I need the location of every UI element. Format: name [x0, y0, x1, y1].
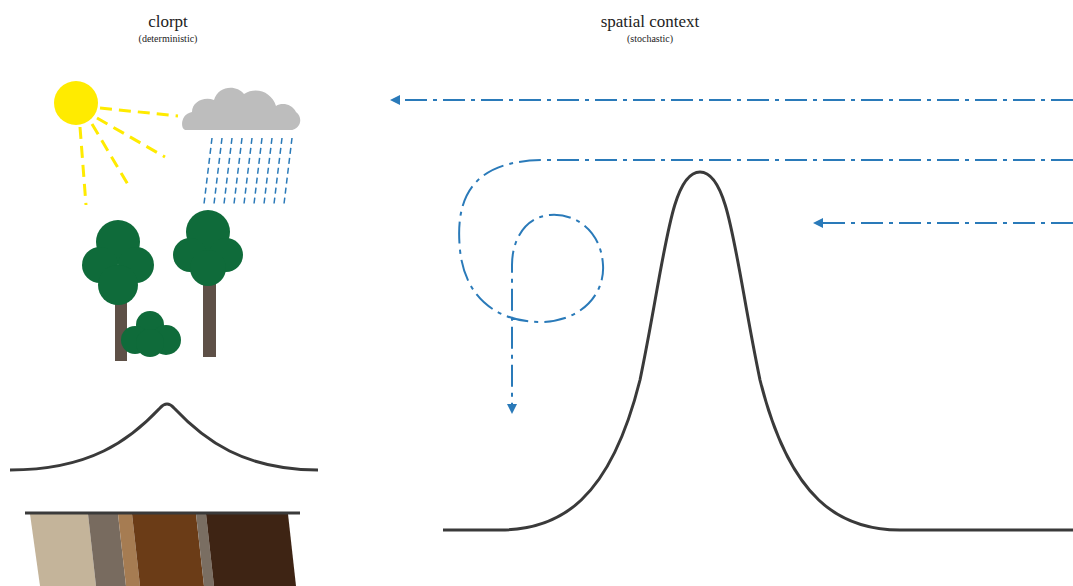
- arrow-heads: [390, 95, 823, 414]
- subheading-label: (stochastic): [627, 33, 673, 44]
- mountain-curve: [443, 172, 1073, 530]
- heading-label: clorpt: [148, 12, 188, 32]
- wind-arrows: [398, 100, 1073, 406]
- soil-layers: [25, 513, 300, 586]
- heading-label: spatial context: [601, 12, 700, 32]
- cloud-icon: [182, 88, 300, 204]
- subheading-label: (deterministic): [139, 33, 198, 44]
- hill-curve: [10, 404, 318, 470]
- sun-icon: [54, 81, 178, 205]
- tree-icons: [82, 210, 243, 361]
